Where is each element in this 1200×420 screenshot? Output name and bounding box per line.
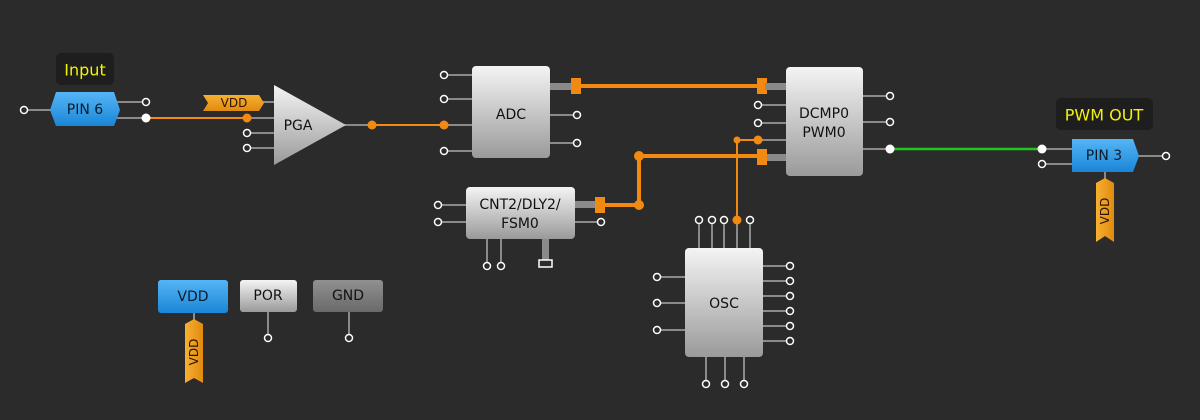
adc-port-in[interactable] bbox=[439, 120, 449, 130]
cnt-dly-fsm-block[interactable]: CNT2/DLY2/ FSM0 bbox=[433, 187, 606, 271]
osc-right-port-6[interactable] bbox=[785, 336, 795, 346]
pga-port-out[interactable] bbox=[367, 120, 377, 130]
dcmp-clock-port[interactable] bbox=[753, 135, 763, 145]
adc-port-out-2[interactable] bbox=[572, 110, 582, 120]
cnt-bottom-port-2[interactable] bbox=[496, 261, 506, 271]
vdd-block-vdd-tag: VDD bbox=[185, 319, 203, 383]
pin3-vdd-tag: VDD bbox=[1096, 178, 1114, 242]
por-block-label: POR bbox=[253, 288, 282, 304]
adc-block[interactable]: ADC bbox=[439, 66, 582, 158]
osc-bottom-port-2[interactable] bbox=[720, 379, 730, 389]
vdd-block[interactable]: VDD bbox=[158, 280, 228, 325]
input-label-text: Input bbox=[64, 61, 105, 80]
pga-block[interactable]: PGA bbox=[242, 85, 373, 165]
bus-cnt-dcmp[interactable] bbox=[595, 149, 767, 213]
pin3-out-port[interactable] bbox=[1161, 151, 1171, 161]
pwm-out-label-text: PWM OUT bbox=[1065, 106, 1144, 125]
adc-label: ADC bbox=[496, 107, 526, 123]
pga-vdd-text: VDD bbox=[221, 96, 248, 110]
cnt-port-1[interactable] bbox=[433, 200, 443, 210]
dcmp-port-2[interactable] bbox=[753, 118, 763, 128]
osc-top-port-1[interactable] bbox=[694, 215, 704, 225]
pga-label: PGA bbox=[284, 118, 313, 134]
cnt-bottom-port-1[interactable] bbox=[482, 261, 492, 271]
pin6-port-1[interactable] bbox=[141, 97, 151, 107]
pin6-block[interactable]: PIN 6 bbox=[19, 92, 151, 126]
pga-port-3[interactable] bbox=[242, 143, 252, 153]
osc-right-port-5[interactable] bbox=[785, 321, 795, 331]
gnd-block[interactable]: GND bbox=[313, 280, 383, 343]
vdd-block-label: VDD bbox=[177, 289, 208, 305]
dcmp-label-line1: DCMP0 bbox=[799, 106, 849, 122]
pwm-out-label: PWM OUT bbox=[1056, 98, 1153, 130]
osc-right-port-1[interactable] bbox=[785, 261, 795, 271]
dcmp-port-1[interactable] bbox=[753, 100, 763, 110]
dcmp-out-port-1[interactable] bbox=[885, 91, 895, 101]
cnt-label-line1: CNT2/DLY2/ bbox=[479, 197, 561, 213]
pin3-label: PIN 3 bbox=[1086, 148, 1122, 164]
osc-top-port-4[interactable] bbox=[732, 215, 742, 225]
dcmp-label-line2: PWM0 bbox=[802, 125, 845, 141]
pin3-vdd-text: VDD bbox=[1098, 198, 1112, 225]
osc-label: OSC bbox=[709, 296, 739, 312]
input-label: Input bbox=[56, 53, 114, 85]
bus-adc-dcmp[interactable] bbox=[571, 78, 767, 94]
cnt-port-2[interactable] bbox=[433, 217, 443, 227]
osc-top-port-5[interactable] bbox=[745, 215, 755, 225]
pga-port-2[interactable] bbox=[242, 128, 252, 138]
adc-port-out-3[interactable] bbox=[572, 138, 582, 148]
osc-left-port-1[interactable] bbox=[652, 272, 662, 282]
adc-port-1[interactable] bbox=[439, 70, 449, 80]
cnt-bus-port[interactable] bbox=[538, 259, 553, 268]
dcmp-out-port-2[interactable] bbox=[885, 117, 895, 127]
osc-left-port-2[interactable] bbox=[652, 298, 662, 308]
wire-osc-dcmp[interactable] bbox=[733, 135, 763, 221]
osc-bottom-port-1[interactable] bbox=[701, 379, 711, 389]
pin3-block[interactable]: PIN 3 bbox=[1037, 139, 1171, 184]
pga-port-in[interactable] bbox=[242, 113, 252, 123]
osc-bottom-port-3[interactable] bbox=[739, 379, 749, 389]
pin6-input-port[interactable] bbox=[19, 105, 29, 115]
osc-top-port-2[interactable] bbox=[707, 215, 717, 225]
pin3-port-1[interactable] bbox=[1037, 144, 1047, 154]
por-port[interactable] bbox=[263, 333, 273, 343]
dcmp-out-port-3[interactable] bbox=[885, 144, 895, 154]
osc-right-port-3[interactable] bbox=[785, 291, 795, 301]
pin6-label: PIN 6 bbox=[67, 102, 103, 118]
pin3-port-2[interactable] bbox=[1037, 159, 1047, 169]
pin6-port-2[interactable] bbox=[141, 113, 151, 123]
pga-vdd-tag: VDD bbox=[203, 95, 264, 111]
cnt-out-port[interactable] bbox=[596, 217, 606, 227]
vdd-block-vdd-text: VDD bbox=[187, 339, 201, 366]
cnt-label-line2: FSM0 bbox=[501, 216, 539, 232]
por-block[interactable]: POR bbox=[240, 280, 297, 343]
osc-left-port-3[interactable] bbox=[652, 325, 662, 335]
osc-right-port-4[interactable] bbox=[785, 306, 795, 316]
gnd-port[interactable] bbox=[344, 333, 354, 343]
osc-block[interactable]: OSC bbox=[652, 215, 795, 389]
adc-port-2[interactable] bbox=[439, 94, 449, 104]
osc-right-port-2[interactable] bbox=[785, 276, 795, 286]
adc-port-4[interactable] bbox=[439, 146, 449, 156]
osc-top-port-3[interactable] bbox=[719, 215, 729, 225]
gnd-block-label: GND bbox=[332, 288, 364, 304]
dcmp-pwm-block[interactable]: DCMP0 PWM0 bbox=[753, 67, 895, 176]
